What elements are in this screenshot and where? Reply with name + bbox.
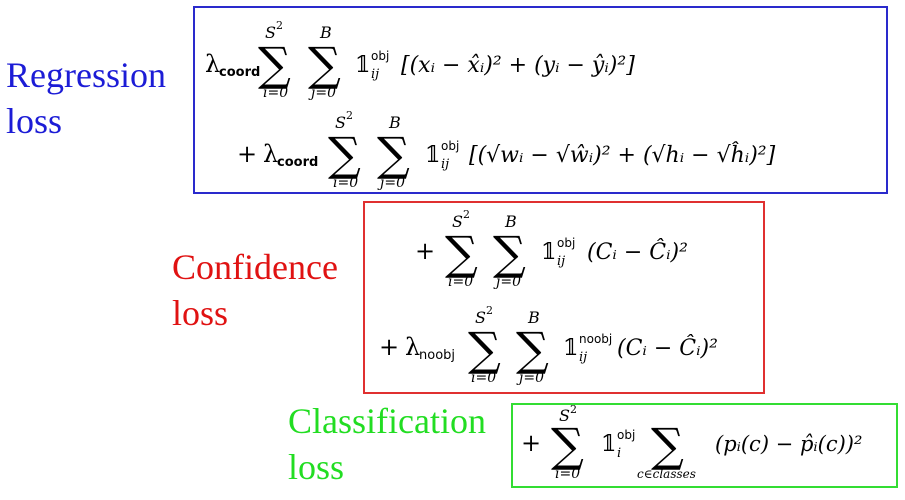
sum-upper-two-5: 2 bbox=[570, 403, 577, 416]
sum-lower-i0-3: i=0 bbox=[448, 274, 473, 290]
noobj-lambda-subscript: noobj bbox=[419, 348, 455, 363]
lambda-symbol-3: λ bbox=[405, 333, 420, 361]
sum-upper-two-2: 2 bbox=[346, 109, 353, 122]
sum-upper-s-2: S bbox=[335, 113, 346, 132]
sum-upper-b-4: B bbox=[527, 308, 540, 327]
sum-lower-i0-5: i=0 bbox=[555, 466, 580, 482]
sum-lower-j0-4: j=0 bbox=[516, 370, 544, 386]
sum-sign-i-4: ∑ bbox=[468, 322, 501, 376]
sum-lower-classes: c∈classes bbox=[637, 467, 696, 481]
confidence-formula-box: + S 2 ∑ i=0 B ∑ j=0 𝟙 obj ij (Cᵢ − Ĉᵢ)² … bbox=[363, 201, 765, 394]
classification-label-line1: Classification bbox=[288, 401, 486, 441]
sum-upper-b-3: B bbox=[504, 212, 517, 231]
indicator-symbol-4: 𝟙 bbox=[563, 336, 578, 361]
ij-subscript-4: ij bbox=[579, 350, 587, 365]
plus-symbol-5: + bbox=[521, 429, 541, 457]
sum-lower-j0: j=0 bbox=[308, 85, 336, 101]
confidence-label-line1: Confidence bbox=[172, 247, 338, 287]
plus-symbol-4: + bbox=[379, 333, 399, 361]
confidence-formula: + S 2 ∑ i=0 B ∑ j=0 𝟙 obj ij (Cᵢ − Ĉᵢ)² … bbox=[379, 208, 718, 386]
regression-loss-label: Regression loss bbox=[6, 52, 166, 144]
classification-loss-label: Classification loss bbox=[288, 398, 486, 490]
regression-term-wh: [(√wᵢ − √ŵᵢ)² + (√hᵢ − √ĥᵢ)²] bbox=[469, 141, 776, 168]
sum-lower-i0-2: i=0 bbox=[333, 175, 358, 191]
sum-lower-i0: i=0 bbox=[263, 85, 288, 101]
sum-sign-i-5: ∑ bbox=[551, 418, 584, 472]
obj-superscript: obj bbox=[371, 49, 389, 63]
ij-subscript-3: ij bbox=[557, 254, 565, 269]
ij-subscript: ij bbox=[371, 67, 379, 82]
i-subscript: i bbox=[617, 446, 621, 461]
confidence-term-noobj: (Cᵢ − Ĉᵢ)² bbox=[617, 334, 718, 361]
sum-lower-j0-3: j=0 bbox=[493, 274, 521, 290]
lambda-symbol-2: λ bbox=[263, 140, 278, 168]
sum-upper-two-4: 2 bbox=[486, 304, 493, 317]
sum-upper-two: 2 bbox=[276, 19, 283, 32]
plus-symbol: + bbox=[237, 140, 257, 168]
indicator-symbol-5: 𝟙 bbox=[601, 432, 616, 457]
sum-lower-j0-2: j=0 bbox=[377, 175, 405, 191]
sum-sign-classes: ∑ bbox=[651, 418, 684, 472]
indicator-symbol-2: 𝟙 bbox=[425, 143, 440, 168]
classification-label-line2: loss bbox=[288, 447, 345, 487]
indicator-symbol: 𝟙 bbox=[355, 53, 370, 78]
sum-sign-j: ∑ bbox=[308, 37, 341, 91]
plus-symbol-3: + bbox=[415, 237, 435, 265]
noobj-superscript: noobj bbox=[579, 332, 612, 346]
ij-subscript-2: ij bbox=[441, 157, 449, 172]
sum-sign-j-3: ∑ bbox=[493, 226, 526, 280]
regression-term-xy: [(xᵢ − x̂ᵢ)² + (yᵢ − ŷᵢ)²] bbox=[401, 53, 635, 78]
sum-sign-j-2: ∑ bbox=[377, 127, 410, 181]
sum-upper-s-4: S bbox=[475, 308, 486, 327]
regression-label-line2: loss bbox=[6, 101, 63, 141]
lambda-symbol: λ bbox=[205, 50, 220, 78]
obj-superscript-5: obj bbox=[617, 428, 635, 442]
classification-term: (pᵢ(c) − p̂ᵢ(c))² bbox=[715, 432, 862, 456]
regression-formula: λ coord S 2 ∑ i=0 B ∑ j=0 𝟙 obj ij [(xᵢ … bbox=[205, 19, 776, 191]
confidence-term-obj: (Cᵢ − Ĉᵢ)² bbox=[587, 238, 688, 265]
sum-upper-b-2: B bbox=[388, 113, 401, 132]
coord-subscript: coord bbox=[219, 65, 260, 80]
sum-sign-j-4: ∑ bbox=[516, 322, 549, 376]
confidence-loss-label: Confidence loss bbox=[172, 244, 338, 336]
coord-subscript-2: coord bbox=[277, 155, 318, 170]
obj-superscript-3: obj bbox=[557, 236, 575, 250]
sum-upper-s-3: S bbox=[452, 212, 463, 231]
sum-lower-i0-4: i=0 bbox=[471, 370, 496, 386]
indicator-symbol-3: 𝟙 bbox=[541, 240, 556, 265]
sum-sign-i-2: ∑ bbox=[328, 127, 361, 181]
sum-upper-b: B bbox=[319, 23, 332, 42]
obj-superscript-2: obj bbox=[441, 139, 459, 153]
sum-upper-s: S bbox=[265, 23, 276, 42]
sum-sign-i: ∑ bbox=[258, 37, 291, 91]
confidence-label-line2: loss bbox=[172, 293, 229, 333]
regression-label-line1: Regression bbox=[6, 55, 166, 95]
regression-formula-box: λ coord S 2 ∑ i=0 B ∑ j=0 𝟙 obj ij [(xᵢ … bbox=[193, 6, 888, 194]
classification-formula-box: + S 2 ∑ i=0 𝟙 obj i ∑ c∈classes (pᵢ(c) −… bbox=[511, 403, 898, 488]
sum-sign-i-3: ∑ bbox=[445, 226, 478, 280]
classification-formula: + S 2 ∑ i=0 𝟙 obj i ∑ c∈classes (pᵢ(c) −… bbox=[521, 403, 862, 482]
sum-upper-two-3: 2 bbox=[463, 208, 470, 221]
sum-upper-s-5: S bbox=[559, 406, 570, 425]
